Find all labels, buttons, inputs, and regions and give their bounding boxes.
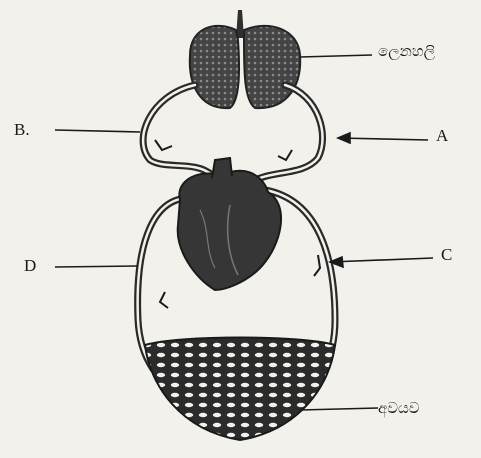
right-lung: [244, 26, 300, 108]
label-b: B.: [14, 120, 30, 140]
label-lungs: ලෙනහලි: [378, 42, 435, 60]
label-d: D: [24, 256, 36, 276]
lungs-drawing: [190, 10, 300, 108]
left-lung: [190, 26, 239, 108]
capillary-bed: [145, 338, 335, 441]
label-tissues: අවයව: [378, 399, 420, 417]
label-a: A: [436, 126, 448, 146]
label-c: C: [441, 245, 452, 265]
